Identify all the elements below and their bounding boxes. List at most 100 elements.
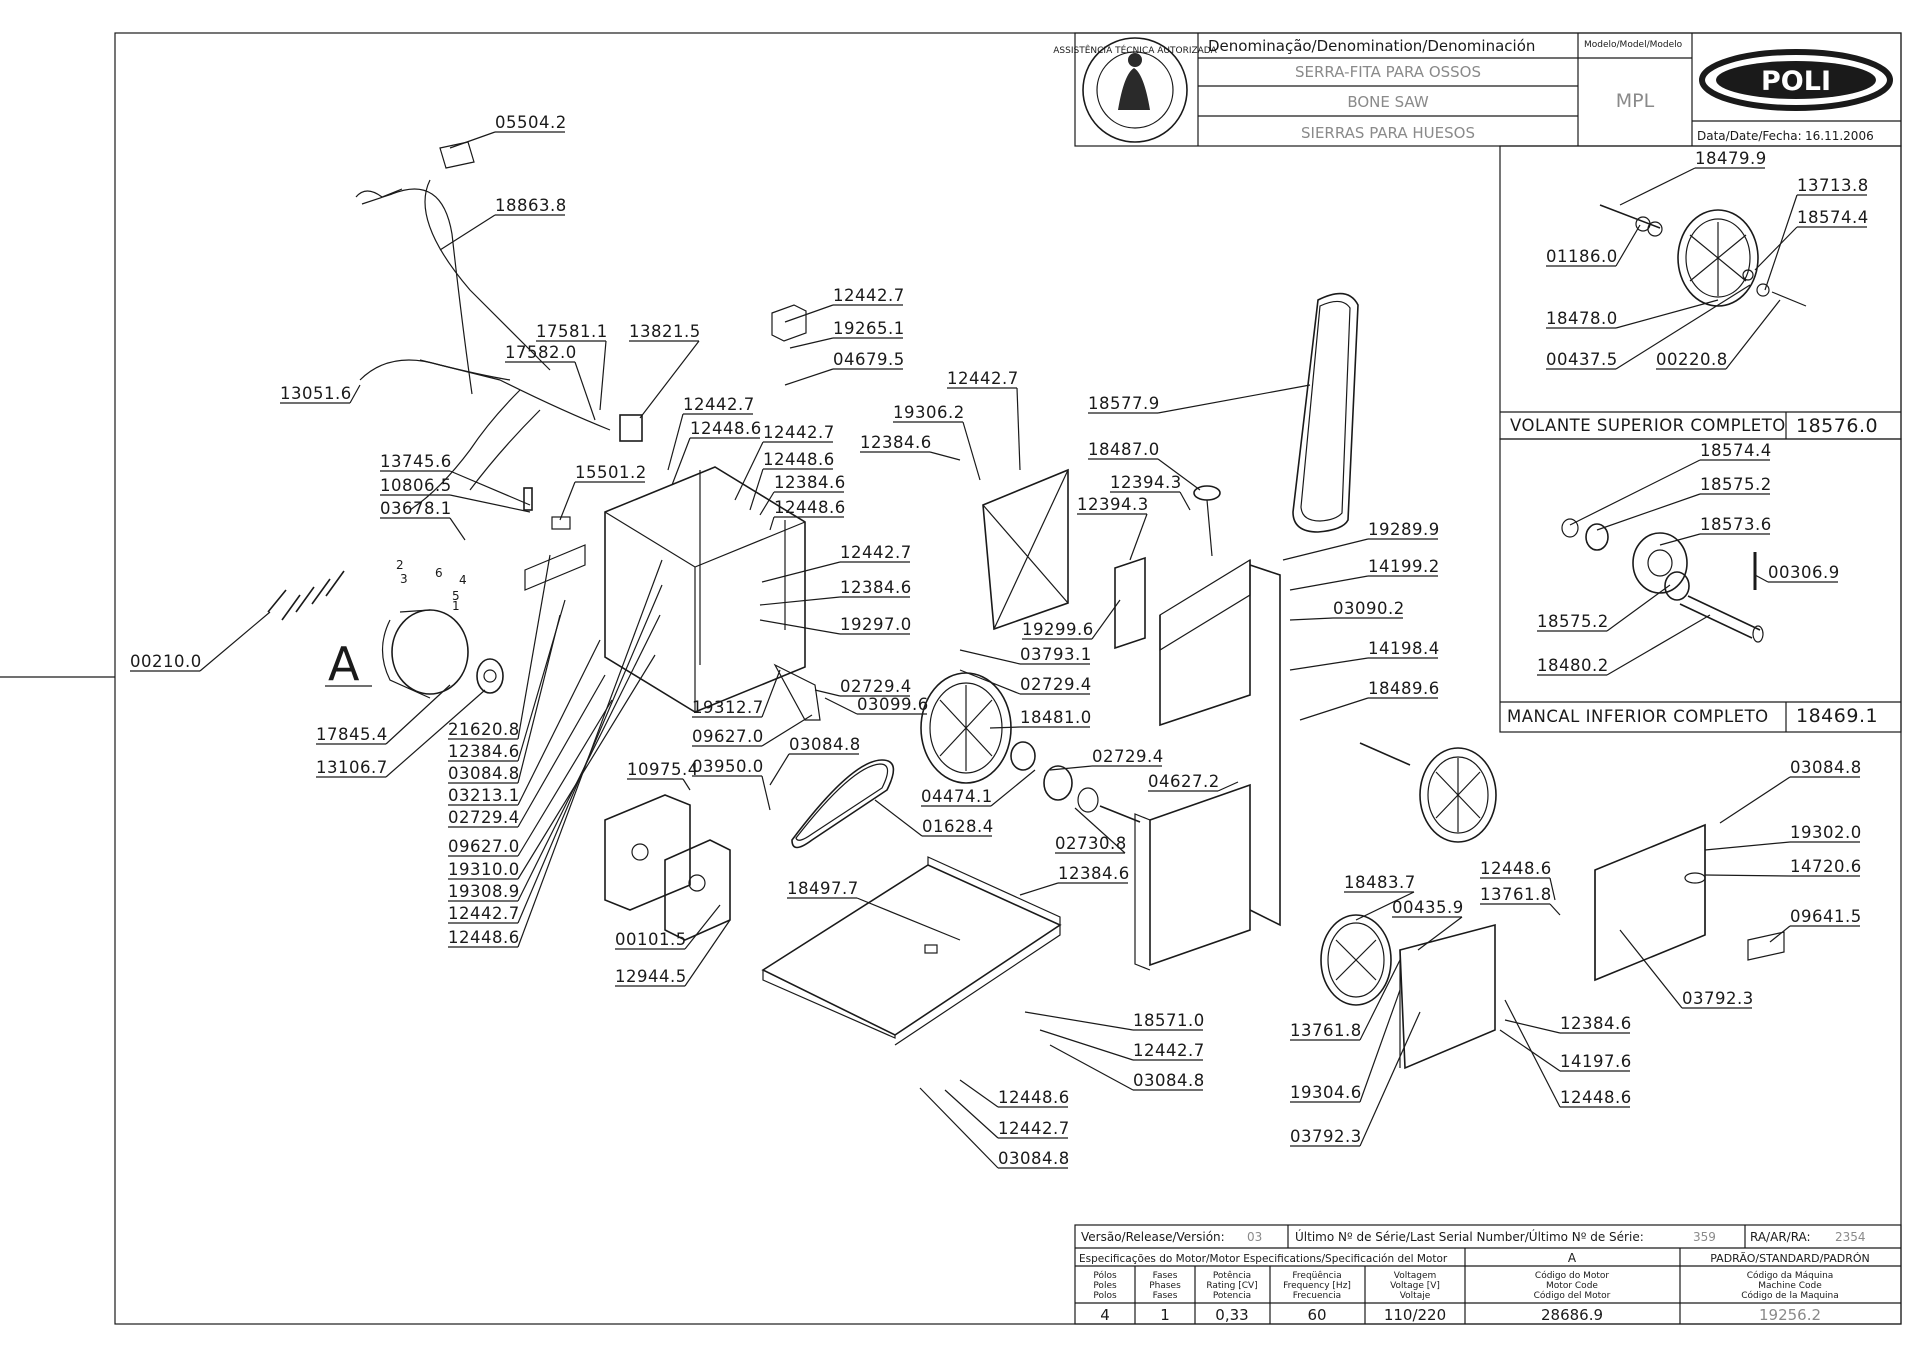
callout-leader bbox=[1619, 167, 1696, 206]
spec-header-line: Phases bbox=[1149, 1281, 1181, 1291]
part-label: 03084.8 bbox=[1133, 1071, 1205, 1090]
callout-leader bbox=[385, 689, 486, 778]
wire-number-2: 2 bbox=[396, 558, 404, 572]
callout-leader bbox=[1217, 781, 1239, 792]
part-label: 19308.9 bbox=[448, 882, 520, 901]
spec-header-line: Frecuencia bbox=[1293, 1291, 1341, 1301]
ra-label: RA/AR/RA: bbox=[1750, 1230, 1811, 1244]
part-label: 12448.6 bbox=[448, 928, 520, 947]
part-label: 12448.6 bbox=[998, 1088, 1070, 1107]
callout-leader bbox=[1704, 841, 1791, 851]
part-label: 13821.5 bbox=[629, 322, 701, 341]
spec-header-line: Voltage [V] bbox=[1390, 1281, 1440, 1291]
callout-leader bbox=[944, 1089, 999, 1139]
machine-name-es: SIERRAS PARA HUESOS bbox=[1301, 124, 1475, 142]
inset-upper-code: 18576.0 bbox=[1796, 415, 1878, 437]
spec-col-phases: Fases Phases Fases 1 bbox=[1149, 1271, 1181, 1324]
callout-leader bbox=[1157, 384, 1311, 414]
wire-number-6: 6 bbox=[435, 566, 443, 580]
part-label: 00210.0 bbox=[130, 652, 202, 671]
part-label: 09627.0 bbox=[448, 837, 520, 856]
part-label: 13051.6 bbox=[280, 384, 352, 403]
callout-leader bbox=[1606, 584, 1671, 632]
part-label: 03099.6 bbox=[857, 695, 929, 714]
part-label: 03950.0 bbox=[692, 757, 764, 776]
spec-value-frequency: 60 bbox=[1307, 1306, 1326, 1324]
callout-leader bbox=[1596, 493, 1701, 531]
part-label: 09627.0 bbox=[692, 727, 764, 746]
callout-leader bbox=[517, 559, 663, 948]
part-label: 17581.1 bbox=[536, 322, 608, 341]
spec-header-line: Voltaje bbox=[1400, 1291, 1431, 1301]
spec-value-machine-code: 19256.2 bbox=[1759, 1306, 1821, 1324]
machine-name-en: BONE SAW bbox=[1347, 93, 1429, 111]
callout-leader bbox=[671, 437, 691, 486]
callout-leader bbox=[1754, 574, 1769, 583]
part-label: 02729.4 bbox=[1092, 747, 1164, 766]
callout-leader bbox=[1289, 657, 1369, 671]
part-label: 12442.7 bbox=[998, 1119, 1070, 1138]
callout-leader bbox=[449, 131, 496, 149]
callout-leader bbox=[1157, 458, 1201, 491]
callout-leader bbox=[769, 753, 790, 786]
callout-leader bbox=[517, 674, 606, 828]
callout-leader bbox=[1129, 513, 1148, 561]
date-value: 16.11.2006 bbox=[1805, 129, 1874, 143]
part-label: 12448.6 bbox=[763, 450, 835, 469]
parts-illustration: A 1 2 3 4 5 6 bbox=[267, 141, 1785, 1070]
callout-leader bbox=[784, 304, 834, 323]
spec-header-line: Código de la Maquina bbox=[1741, 1290, 1839, 1301]
callout-leader bbox=[449, 470, 531, 506]
callout-leader bbox=[761, 669, 781, 718]
callout-leader bbox=[1049, 1044, 1134, 1091]
part-label: 17845.4 bbox=[316, 725, 388, 744]
inset-part-label: 13713.8 bbox=[1797, 176, 1869, 195]
part-label: 21620.8 bbox=[448, 720, 520, 739]
motor-marker: A bbox=[328, 637, 360, 691]
callout-leader bbox=[517, 699, 613, 857]
seal-text: ASSISTÊNCIA TÉCNICA AUTORIZADA bbox=[1053, 44, 1217, 56]
part-label: 10806.5 bbox=[380, 476, 452, 495]
callout-leader bbox=[599, 340, 607, 411]
inset-part-label: 18479.9 bbox=[1695, 149, 1767, 168]
part-label: 12448.6 bbox=[774, 498, 846, 517]
part-label: 19312.7 bbox=[692, 698, 764, 717]
part-label: 12442.7 bbox=[448, 904, 520, 923]
part-label: 15501.2 bbox=[575, 463, 647, 482]
callout-leader bbox=[1504, 999, 1561, 1108]
inset-part-label: 18480.2 bbox=[1537, 656, 1609, 675]
ra-value: 2354 bbox=[1835, 1230, 1866, 1244]
callout-leader bbox=[682, 778, 691, 791]
part-label: 12448.6 bbox=[1560, 1088, 1632, 1107]
spec-header-line: Pólos bbox=[1093, 1270, 1117, 1281]
callout-leader bbox=[1359, 959, 1401, 1041]
callout-leader bbox=[1024, 1011, 1134, 1031]
callout-leader bbox=[761, 714, 813, 747]
release-label: Versão/Release/Versión: bbox=[1081, 1230, 1225, 1244]
poli-logo: POLI bbox=[1699, 49, 1893, 111]
inset-part-label: 18575.2 bbox=[1700, 475, 1772, 494]
inset-part-label: 00220.8 bbox=[1656, 350, 1728, 369]
part-label: 03678.1 bbox=[380, 499, 452, 518]
part-label: 13106.7 bbox=[316, 758, 388, 777]
callout-leader bbox=[1704, 874, 1791, 877]
spec-header-line: Rating [CV] bbox=[1206, 1281, 1257, 1291]
callout-leader bbox=[1549, 877, 1556, 901]
inset-part-label: 18574.4 bbox=[1700, 441, 1772, 460]
spec-col-frequency: Freqüência Frequency [Hz] Frecuencia 60 bbox=[1283, 1270, 1351, 1324]
inset-part-label: 18478.0 bbox=[1546, 309, 1618, 328]
callout-leader bbox=[667, 413, 684, 471]
callout-leader bbox=[929, 451, 961, 461]
part-label: 12442.7 bbox=[683, 395, 755, 414]
callout-leader bbox=[784, 368, 834, 386]
callout-leader bbox=[856, 897, 961, 941]
part-label: 01628.4 bbox=[922, 817, 994, 836]
standard-label: PADRÃO/STANDARD/PADRÓN bbox=[1710, 1252, 1870, 1265]
part-label: 12442.7 bbox=[840, 543, 912, 562]
spec-value-rating: 0,33 bbox=[1215, 1306, 1248, 1324]
inset-part-label: 18573.6 bbox=[1700, 515, 1772, 534]
callout-leader bbox=[962, 421, 981, 481]
part-label: 12384.6 bbox=[774, 473, 846, 492]
callout-leader bbox=[1764, 194, 1798, 291]
